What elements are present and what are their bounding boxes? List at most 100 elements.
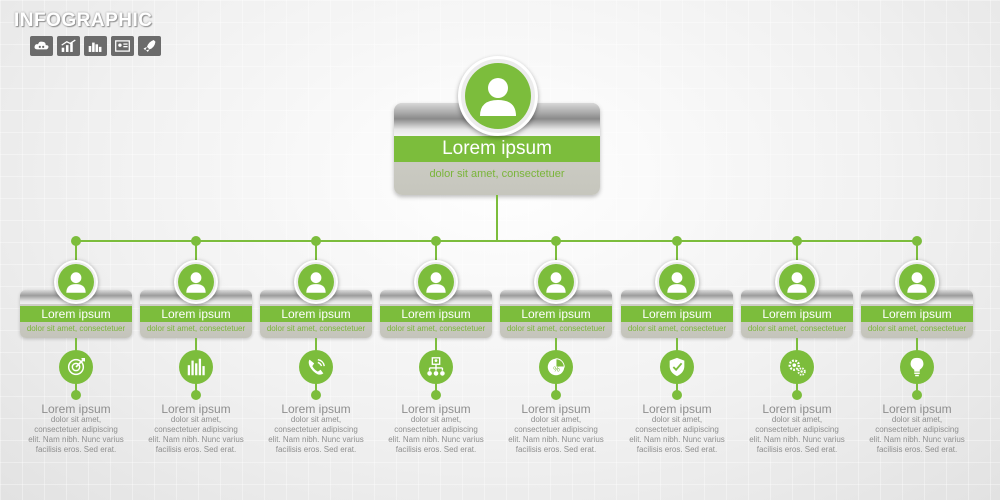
- child-node-subtitle: dolor sit amet, consectetuer: [747, 324, 847, 333]
- shield-icon: [660, 350, 694, 384]
- description-line: dolor sit amet,: [530, 415, 582, 424]
- user-icon: [418, 264, 454, 300]
- node-connector: [435, 241, 437, 263]
- description-line: facilisis eros. Sed erat.: [155, 445, 237, 454]
- cloud-people-icon[interactable]: [30, 36, 53, 56]
- item-title: Lorem ipsum: [762, 402, 832, 416]
- child-node-title: Lorem ipsum: [861, 306, 973, 322]
- item-dot: [672, 390, 682, 400]
- node-connector: [315, 241, 317, 263]
- description-line: elit. Nam nibh. Nunc varius: [869, 435, 965, 444]
- description-line: consectetuer adipiscing: [274, 425, 358, 434]
- description-line: facilisis eros. Sed erat.: [756, 445, 838, 454]
- percent-pie-icon: %: [539, 350, 573, 384]
- svg-text:%: %: [553, 365, 560, 374]
- item-dot: [792, 390, 802, 400]
- user-icon: [659, 264, 695, 300]
- gears-icon: [780, 350, 814, 384]
- child-avatar: [414, 260, 458, 304]
- description-line: elit. Nam nibh. Nunc varius: [629, 435, 725, 444]
- item-title: Lorem ipsum: [401, 402, 471, 416]
- item-dot: [912, 390, 922, 400]
- child-node-subtitle: dolor sit amet, consectetuer: [627, 324, 727, 333]
- child-node-subtitle: dolor sit amet, consectetuer: [26, 324, 126, 333]
- item-dot: [311, 390, 321, 400]
- user-icon: [779, 264, 815, 300]
- item-title: Lorem ipsum: [161, 402, 231, 416]
- child-node-title: Lorem ipsum: [500, 306, 612, 322]
- item-description: dolor sit amet, consectetuer adipiscing …: [496, 415, 616, 455]
- description-line: facilisis eros. Sed erat.: [636, 445, 718, 454]
- description-line: elit. Nam nibh. Nunc varius: [28, 435, 124, 444]
- item-description: dolor sit amet, consectetuer adipiscing …: [857, 415, 977, 455]
- root-node-title: Lorem ipsum: [394, 136, 600, 162]
- description-line: elit. Nam nibh. Nunc varius: [388, 435, 484, 444]
- item-description: dolor sit amet, consectetuer adipiscing …: [617, 415, 737, 455]
- description-line: elit. Nam nibh. Nunc varius: [268, 435, 364, 444]
- description-line: facilisis eros. Sed erat.: [876, 445, 958, 454]
- root-node-subtitle: dolor sit amet, consectetuer: [429, 168, 565, 180]
- child-node-subtitle: dolor sit amet, consectetuer: [146, 324, 246, 333]
- item-title: Lorem ipsum: [281, 402, 351, 416]
- rocket-icon[interactable]: [138, 36, 161, 56]
- description-line: dolor sit amet,: [771, 415, 823, 424]
- equalizer-icon: [179, 350, 213, 384]
- description-line: dolor sit amet,: [170, 415, 222, 424]
- description-line: dolor sit amet,: [290, 415, 342, 424]
- child-node-title: Lorem ipsum: [380, 306, 492, 322]
- user-icon: [298, 264, 334, 300]
- lightbulb-icon: [900, 350, 934, 384]
- description-line: dolor sit amet,: [50, 415, 102, 424]
- item-description: dolor sit amet, consectetuer adipiscing …: [16, 415, 136, 455]
- description-line: facilisis eros. Sed erat.: [275, 445, 357, 454]
- item-title: Lorem ipsum: [642, 402, 712, 416]
- child-node-subtitle: dolor sit amet, consectetuer: [867, 324, 967, 333]
- description-line: facilisis eros. Sed erat.: [35, 445, 117, 454]
- user-icon: [58, 264, 94, 300]
- description-line: consectetuer adipiscing: [875, 425, 959, 434]
- description-line: consectetuer adipiscing: [394, 425, 478, 434]
- phone-icon: [299, 350, 333, 384]
- description-line: consectetuer adipiscing: [755, 425, 839, 434]
- item-dot: [431, 390, 441, 400]
- description-line: dolor sit amet,: [891, 415, 943, 424]
- node-connector: [916, 241, 918, 263]
- node-connector: [555, 241, 557, 263]
- child-avatar: [655, 260, 699, 304]
- item-description: dolor sit amet, consectetuer adipiscing …: [737, 415, 857, 455]
- child-avatar: [775, 260, 819, 304]
- node-connector: [796, 241, 798, 263]
- item-title: Lorem ipsum: [882, 402, 952, 416]
- description-line: facilisis eros. Sed erat.: [515, 445, 597, 454]
- item-title: Lorem ipsum: [41, 402, 111, 416]
- child-avatar: [294, 260, 338, 304]
- description-line: dolor sit amet,: [410, 415, 462, 424]
- description-line: elit. Nam nibh. Nunc varius: [148, 435, 244, 444]
- toolbar: [30, 36, 161, 56]
- item-description: dolor sit amet, consectetuer adipiscing …: [136, 415, 256, 455]
- child-node-title: Lorem ipsum: [621, 306, 733, 322]
- item-description: dolor sit amet, consectetuer adipiscing …: [376, 415, 496, 455]
- description-line: consectetuer adipiscing: [154, 425, 238, 434]
- description-line: consectetuer adipiscing: [514, 425, 598, 434]
- target-icon: [59, 350, 93, 384]
- root-avatar: [458, 56, 538, 136]
- network-icon: [419, 350, 453, 384]
- child-avatar: [54, 260, 98, 304]
- item-title: Lorem ipsum: [521, 402, 591, 416]
- bar-chart-icon[interactable]: [84, 36, 107, 56]
- description-line: elit. Nam nibh. Nunc varius: [508, 435, 604, 444]
- id-card-icon[interactable]: [111, 36, 134, 56]
- user-icon: [465, 63, 531, 129]
- child-node-subtitle: dolor sit amet, consectetuer: [506, 324, 606, 333]
- root-connector: [496, 195, 498, 241]
- description-line: consectetuer adipiscing: [34, 425, 118, 434]
- item-dot: [71, 390, 81, 400]
- branch-line: [76, 240, 918, 242]
- child-avatar: [534, 260, 578, 304]
- user-icon: [178, 264, 214, 300]
- child-node-title: Lorem ipsum: [741, 306, 853, 322]
- child-node-title: Lorem ipsum: [140, 306, 252, 322]
- growth-chart-icon[interactable]: [57, 36, 80, 56]
- node-connector: [75, 241, 77, 263]
